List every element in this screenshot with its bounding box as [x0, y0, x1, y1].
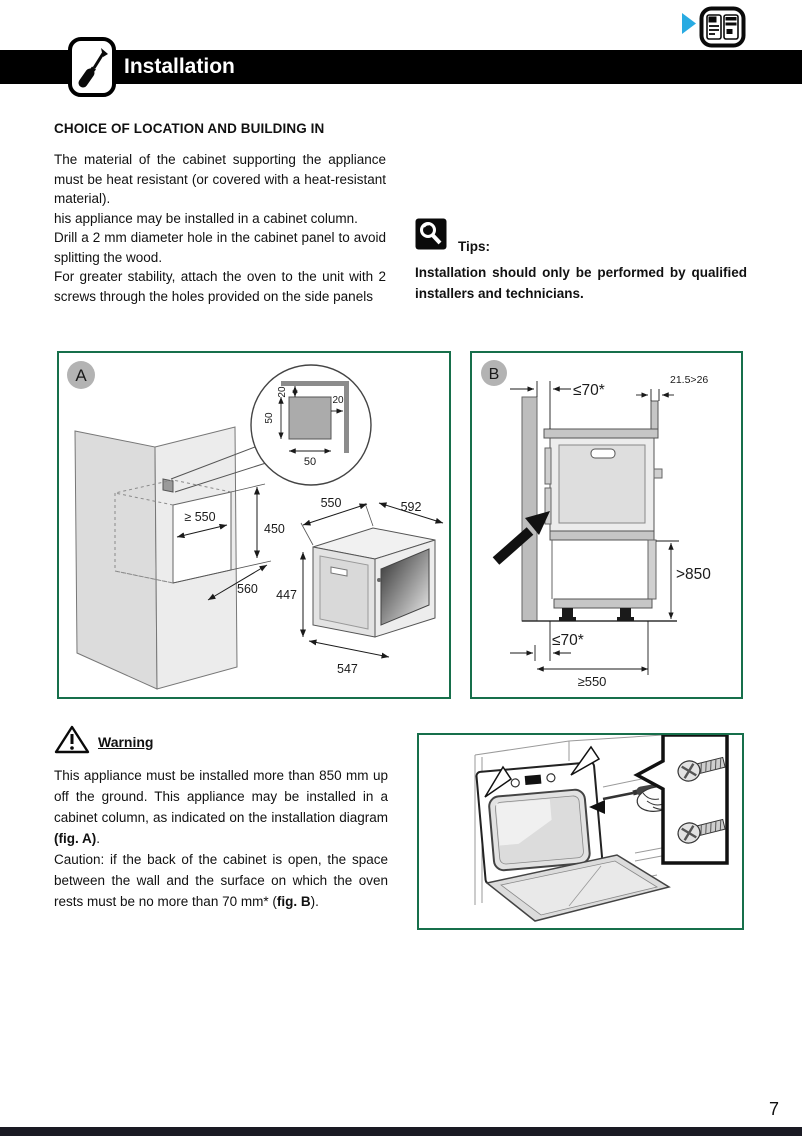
- warning-label: Warning: [98, 734, 154, 750]
- svg-text:20: 20: [277, 386, 288, 398]
- body-paragraph: his appliance may be installed in a cabi…: [54, 210, 358, 226]
- oven-front-drawing: [475, 761, 605, 885]
- oven-isometric-drawing: [312, 527, 436, 638]
- magnifier-icon: [415, 218, 447, 255]
- warning-triangle-icon: [54, 724, 90, 760]
- svg-text:50: 50: [264, 412, 275, 424]
- body-paragraph: The material of the cabinet supporting t…: [54, 152, 386, 206]
- svg-text:>850: >850: [676, 566, 711, 583]
- svg-text:A: A: [75, 366, 87, 385]
- screw-icon: [677, 818, 726, 844]
- svg-text:547: 547: [337, 662, 358, 676]
- page-title: Installation: [124, 55, 235, 78]
- warning-paragraph-2: Caution: if the back of the cabinet is o…: [54, 852, 388, 909]
- svg-text:≥550: ≥550: [578, 674, 607, 689]
- svg-text:450: 450: [264, 522, 285, 536]
- body-paragraph: Drill a 2 mm diameter hole in the cabine…: [54, 230, 386, 265]
- oven-dimensions: 550 592 447 547: [276, 496, 444, 676]
- svg-text:≤70*: ≤70*: [573, 382, 605, 399]
- svg-text:≤70*: ≤70*: [552, 632, 584, 649]
- screw-fixing-illustration: [474, 733, 729, 922]
- svg-text:550: 550: [321, 496, 342, 510]
- page-number: 7: [769, 1099, 780, 1119]
- wall-and-cabinet-drawing: [521, 396, 677, 622]
- figure-b-label-badge: B: [481, 360, 507, 386]
- svg-text:447: 447: [276, 588, 297, 602]
- figure-a-installation-diagram: A: [57, 351, 451, 699]
- tips-block: Tips: Installation should only be perfor…: [415, 218, 747, 304]
- figure-b-illustration: B: [481, 360, 711, 689]
- footer-bar: [0, 1127, 802, 1136]
- svg-text:≥ 550: ≥ 550: [184, 510, 215, 524]
- svg-text:20: 20: [332, 395, 344, 406]
- detail-zoom-circle: 20 20 50 50: [170, 364, 372, 493]
- cabinet-column-drawing: [74, 426, 238, 690]
- figure-a-label-badge: A: [67, 361, 95, 389]
- niche-dimensions: ≥ 550 450 560: [172, 483, 285, 601]
- warning-paragraph-1: This appliance must be installed more th…: [54, 768, 388, 846]
- screwdriver-icon: [68, 37, 116, 97]
- screw-icon: [677, 756, 726, 782]
- svg-text:592: 592: [401, 500, 422, 514]
- niche-dashed-volume: [114, 479, 232, 584]
- warning-block: Warning This appliance must be installed…: [54, 724, 388, 912]
- screw-hole-arrows: [484, 745, 601, 798]
- figure-a-illustration: A: [67, 361, 444, 690]
- body-paragraph: For greater stability, attach the oven t…: [54, 269, 386, 304]
- tips-label: Tips:: [458, 239, 491, 254]
- tips-text: Installation should only be performed by…: [415, 265, 747, 301]
- svg-text:B: B: [489, 366, 500, 383]
- built-in-ovens-manual-icon: [699, 6, 746, 53]
- section-header-bar: [0, 50, 802, 84]
- svg-text:50: 50: [304, 456, 316, 468]
- svg-text:21.5>26: 21.5>26: [670, 374, 708, 386]
- svg-text:560: 560: [237, 582, 258, 596]
- section-heading: CHOICE OF LOCATION AND BUILDING IN: [54, 121, 325, 136]
- next-page-triangle-icon: [681, 12, 697, 40]
- open-door-drawing: [485, 854, 671, 922]
- figure-b-installation-diagram: B: [470, 351, 743, 699]
- figure-screw-fixing: [417, 733, 744, 930]
- main-text-column: CHOICE OF LOCATION AND BUILDING IN The m…: [54, 121, 386, 306]
- figure-b-dimensions: ≤70* 21.5>26 >850 ≤70* ≥550: [510, 374, 711, 689]
- screws-inset-panel: [633, 733, 729, 865]
- insertion-arrow: [492, 511, 550, 565]
